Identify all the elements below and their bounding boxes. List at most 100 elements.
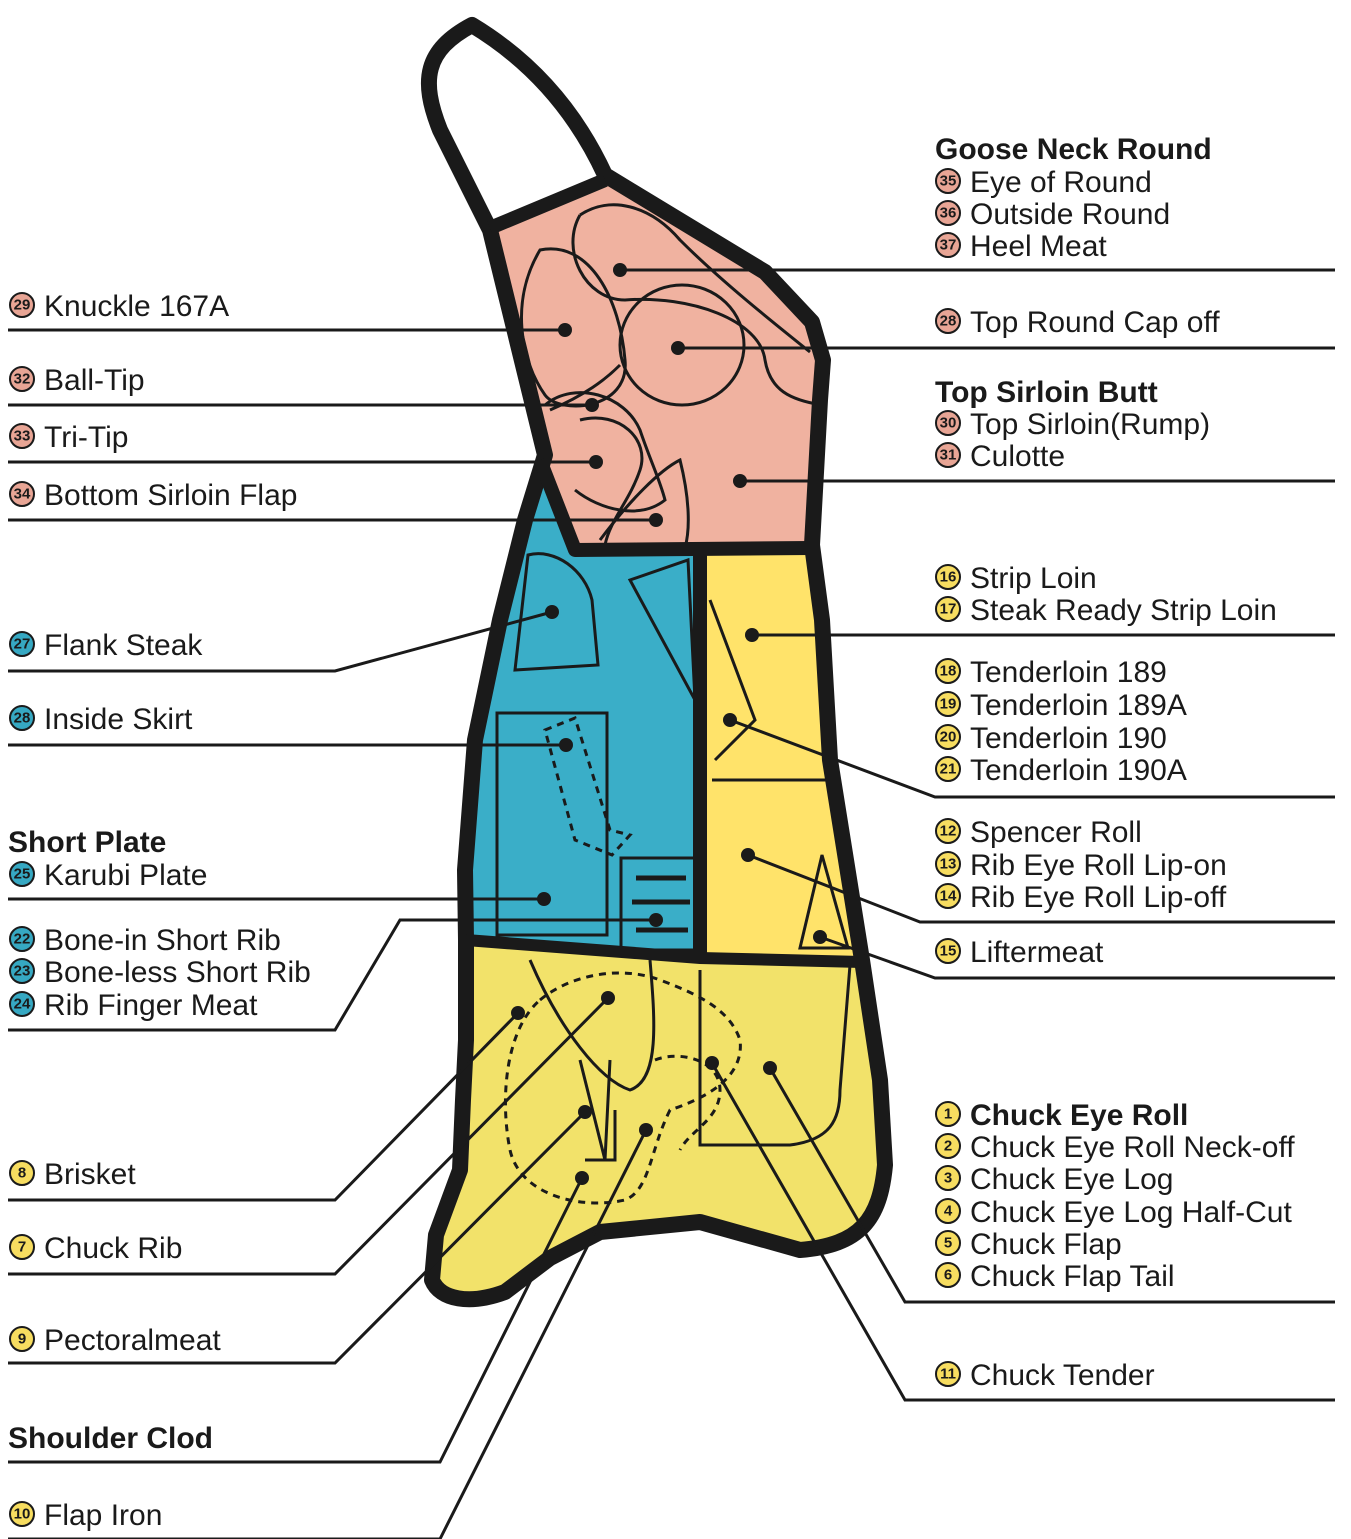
cut-name: Flap Iron: [44, 1499, 162, 1532]
leader-dot-11: [545, 605, 559, 619]
cut-name: Rib Eye Roll Lip-on: [970, 849, 1227, 882]
cut-name: Chuck Eye Roll Neck-off: [970, 1131, 1295, 1164]
cut-number: 12: [940, 823, 957, 840]
cut-number: 19: [940, 696, 957, 713]
cut-label-c15: 15 Liftermeat: [936, 936, 1104, 969]
leader-dot-13: [537, 892, 551, 906]
leader-dot-10: [813, 930, 827, 944]
cut-number: 8: [18, 1165, 26, 1182]
cut-number: 15: [940, 943, 957, 960]
cut-number: 9: [18, 1331, 26, 1348]
cut-number: 31: [940, 447, 957, 464]
cut-name: Top Sirloin(Rump): [970, 408, 1210, 441]
cut-label-c12: 12 Spencer Roll: [936, 816, 1142, 849]
cut-name: Chuck Eye Log Half-Cut: [970, 1196, 1292, 1229]
cut-name: Top Round Cap off: [970, 306, 1220, 339]
cut-number: 28: [14, 710, 31, 727]
cut-number: 10: [14, 1506, 31, 1523]
cut-name: Rib Eye Roll Lip-off: [970, 881, 1227, 914]
cut-name: Bottom Sirloin Flap: [44, 479, 297, 512]
cut-number: 35: [940, 173, 957, 190]
cut-label-c6: 6 Chuck Flap Tail: [936, 1260, 1175, 1293]
cut-number: 29: [14, 297, 31, 314]
cut-number: 22: [14, 931, 31, 948]
cut-number: 23: [14, 963, 31, 980]
cut-label-c28r: 28 Top Round Cap off: [936, 306, 1220, 339]
cut-number: 4: [944, 1203, 953, 1220]
cut-label-c34: 34 Bottom Sirloin Flap: [10, 479, 297, 512]
cut-name: Spencer Roll: [970, 816, 1142, 849]
cut-label-c25: 25 Karubi Plate: [10, 859, 207, 892]
cut-label-c36: 36 Outside Round: [936, 198, 1170, 231]
cut-number: 2: [944, 1138, 952, 1155]
cut-label-c30: 30 Top Sirloin(Rump): [936, 408, 1210, 441]
leader-dot-3: [558, 323, 572, 337]
cut-number: 17: [940, 601, 957, 618]
cut-number: 37: [940, 237, 957, 254]
leader-dot-6: [649, 513, 663, 527]
cut-name: Outside Round: [970, 198, 1170, 231]
cut-name: Tenderloin 190A: [970, 754, 1187, 787]
cut-number: 13: [940, 856, 957, 873]
cut-number: 28: [940, 313, 957, 330]
leader-dot-14: [649, 913, 663, 927]
cut-name: Chuck Flap: [970, 1228, 1122, 1261]
cut-name: Liftermeat: [970, 936, 1104, 969]
cut-label-c10: 10 Flap Iron: [10, 1499, 162, 1532]
cut-label-c27: 27Flank Steak: [10, 629, 203, 662]
cut-number: 5: [944, 1235, 952, 1252]
cut-number: 33: [14, 428, 31, 445]
cut-name: Bone-in Short Rib: [44, 924, 281, 957]
leader-dot-7: [745, 628, 759, 642]
cut-label-c35: 35 Eye of Round: [936, 166, 1152, 199]
cut-name: Tri-Tip: [44, 421, 128, 454]
cut-label-c2: 2 Chuck Eye Roll Neck-off: [936, 1131, 1295, 1164]
cut-label-c33: 33 Tri-Tip: [10, 421, 128, 454]
cut-number: 3: [944, 1170, 952, 1187]
leader-dot-21: [705, 1056, 719, 1070]
cut-name: Chuck Eye Log: [970, 1163, 1173, 1196]
cut-label-c17: 17Steak Ready Strip Loin: [936, 594, 1277, 627]
cut-name: Heel Meat: [970, 230, 1107, 263]
cut-label-c9: 9 Pectoralmeat: [10, 1324, 221, 1357]
cut-label-c19: 19 Tenderloin 189A: [936, 689, 1187, 722]
cut-number: 16: [940, 569, 957, 586]
cut-name: Pectoralmeat: [44, 1324, 221, 1357]
cut-number: 18: [940, 663, 957, 680]
cut-name: Knuckle 167A: [44, 290, 229, 323]
cut-name: Chuck Rib: [44, 1232, 182, 1265]
cut-number: 34: [14, 486, 31, 503]
cut-label-c29: 29 Knuckle 167A: [10, 290, 229, 323]
cut-name: Chuck Tender: [970, 1359, 1155, 1392]
cut-number: 1: [944, 1106, 952, 1123]
cut-number: 20: [940, 729, 957, 746]
cut-label-c11: 11 Chuck Tender: [936, 1359, 1155, 1392]
cut-name: Tenderloin 189A: [970, 689, 1187, 722]
leader-dot-18: [575, 1171, 589, 1185]
cut-name: Bone-less Short Rib: [44, 956, 311, 989]
cut-number: 6: [944, 1267, 952, 1284]
leader-dot-0: [613, 263, 627, 277]
cut-number: 30: [940, 415, 957, 432]
cut-name: Eye of Round: [970, 166, 1152, 199]
cut-name: Chuck Eye Roll: [970, 1099, 1188, 1132]
leader-dot-4: [585, 398, 599, 412]
group-top-sirloin-butt: Top Sirloin Butt: [935, 376, 1158, 409]
cut-number: 11: [940, 1366, 956, 1383]
group-goose-neck-round: Goose Neck Round: [935, 133, 1212, 166]
cut-label-c7: 7 Chuck Rib: [10, 1232, 182, 1265]
cut-number: 25: [14, 866, 31, 883]
leader-dot-1: [671, 341, 685, 355]
cut-name: Karubi Plate: [44, 859, 207, 892]
cut-name: Chuck Flap Tail: [970, 1260, 1175, 1293]
cut-number: 7: [18, 1239, 26, 1256]
cut-number: 36: [940, 205, 957, 222]
cut-name: Strip Loin: [970, 562, 1097, 595]
cut-label-c16: 16 Strip Loin: [936, 562, 1097, 595]
